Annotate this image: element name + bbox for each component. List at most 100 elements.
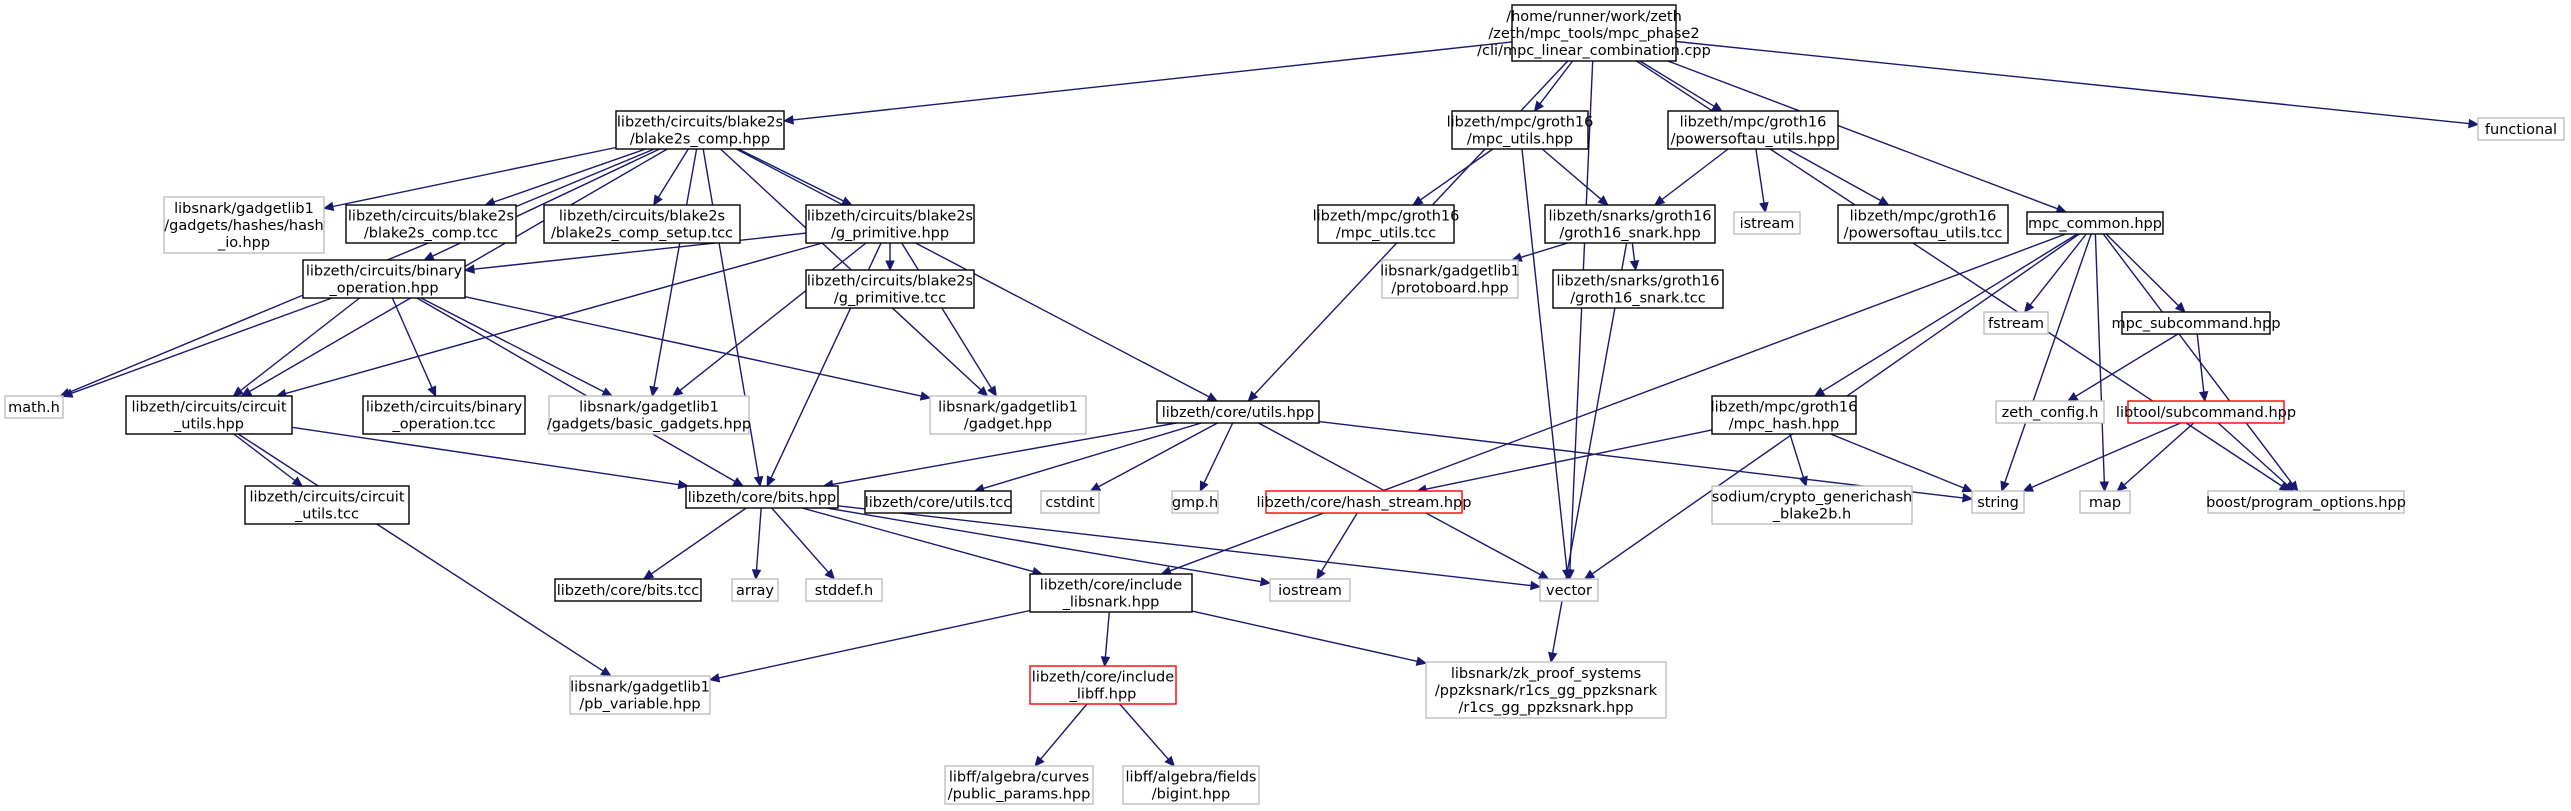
edge-mpc-common-hpp-to-program-options-hpp: [2102, 233, 2299, 492]
node-box: [1552, 269, 1724, 309]
node-bigint-hpp[interactable]: libff/algebra/fields/bigint.hpp: [1122, 765, 1260, 805]
edge-arrowhead: [427, 385, 437, 398]
edge-line: [1787, 148, 1882, 202]
edge-arrowhead: [2022, 482, 2035, 492]
edge-mpc-common-hpp-to-mpc-subcommand-hpp: [2105, 233, 2186, 313]
node-box: [1122, 765, 1260, 805]
edge-arrowhead: [2174, 301, 2186, 313]
node-label-line: /g_primitive.tcc: [834, 291, 946, 307]
node-crypto-generichash-h[interactable]: sodium/crypto_generichash_blake2b.h: [1711, 485, 1913, 525]
edge-arrowhead: [649, 385, 659, 398]
edge-arrowhead: [751, 569, 762, 581]
node-box: [1317, 204, 1455, 244]
node-functional[interactable]: functional: [2477, 117, 2565, 141]
node-label-line: cstdint: [1045, 495, 1095, 511]
edge-line: [653, 148, 698, 388]
node-mpc-hash-hpp[interactable]: libzeth/mpc/groth16/mpc_hash.hpp: [1711, 395, 1858, 435]
node-box: [1667, 110, 1839, 150]
node-circuit-utils-tcc[interactable]: libzeth/circuits/circuit_utils.tcc: [244, 485, 410, 525]
node-binary-operation-hpp[interactable]: libzeth/circuits/binary_operation.hpp: [302, 259, 466, 299]
node-powersoftau-utils-hpp[interactable]: libzeth/mpc/groth16/powersoftau_utils.hp…: [1667, 110, 1839, 150]
node-groth16-snark-hpp[interactable]: libzeth/snarks/groth16/groth16_snark.hpp: [1544, 204, 1716, 244]
node-groth16-snark-tcc[interactable]: libzeth/snarks/groth16/groth16_snark.tcc: [1552, 269, 1724, 309]
edge-libtool-subcommand-hpp-to-string: [2022, 422, 2181, 492]
edge-line: [1104, 611, 1110, 658]
edge-libtool-subcommand-hpp-to-program-options-hpp: [2217, 422, 2295, 492]
node-gmp-h[interactable]: gmp.h: [1171, 490, 1219, 514]
edge-line: [1539, 60, 1574, 105]
node-gadget-hpp[interactable]: libsnark/gadgetlib1/gadget.hpp: [929, 395, 1087, 435]
node-math-h[interactable]: math.h: [4, 395, 64, 419]
edge-line: [2031, 422, 2181, 489]
node-g-primitive-tcc[interactable]: libzeth/circuits/blake2s/g_primitive.tcc: [805, 269, 975, 309]
node-libtool-subcommand-hpp[interactable]: libtool/subcommand.hpp: [2116, 400, 2296, 424]
node-iostream[interactable]: iostream: [1269, 578, 1351, 602]
node-label-line: _blake2b.h: [1772, 507, 1851, 523]
node-root[interactable]: /home/runner/work/zeth/zeth/mpc_tools/mp…: [1477, 4, 1711, 62]
node-public-params-hpp[interactable]: libff/algebra/curves/public_params.hpp: [944, 765, 1094, 805]
edge-line: [1822, 233, 2078, 392]
node-label-line: map: [2089, 495, 2121, 511]
edge-mpc-common-hpp-to-string: [2000, 233, 2092, 493]
node-box: [805, 578, 883, 602]
edge-root-to-mpc-utils-hpp: [1533, 60, 1574, 112]
node-mpc-common-hpp[interactable]: mpc_common.hpp: [2026, 211, 2164, 235]
edge-arrowhead: [1199, 480, 1209, 493]
node-program-options-hpp[interactable]: boost/program_options.hpp: [2206, 490, 2406, 514]
edge-bits-hpp-to-vector: [837, 505, 1542, 591]
node-label-line: _io.hpp: [217, 235, 270, 251]
node-protoboard-hpp[interactable]: libsnark/gadgetlib1/protoboard.hpp: [1380, 259, 1520, 299]
edge-arrowhead: [61, 388, 74, 398]
edge-line: [2094, 233, 2105, 483]
node-box: [345, 204, 517, 244]
edge-arrowhead: [1164, 755, 1176, 767]
node-cstdint[interactable]: cstdint: [1040, 490, 1100, 514]
node-box: [1029, 573, 1193, 613]
node-pb-variable-hpp[interactable]: libsnark/gadgetlib1/pb_variable.hpp: [569, 675, 711, 715]
node-basic-gadgets-hpp[interactable]: libsnark/gadgetlib1/gadgets/basic_gadget…: [547, 395, 751, 435]
node-circuit-utils-hpp[interactable]: libzeth/circuits/circuit_utils.hpp: [125, 395, 293, 435]
node-include-libff-hpp[interactable]: libzeth/core/include_libff.hpp: [1029, 665, 1177, 705]
node-core-utils-hpp[interactable]: libzeth/core/utils.hpp: [1156, 400, 1320, 424]
node-blake2s-comp-tcc[interactable]: libzeth/circuits/blake2s/blake2s_comp.tc…: [345, 204, 517, 244]
node-zeth-config-h[interactable]: zeth_config.h: [1995, 400, 2105, 424]
node-bits-hpp[interactable]: libzeth/core/bits.hpp: [685, 485, 839, 509]
node-hash-stream-hpp[interactable]: libzeth/core/hash_stream.hpp: [1257, 490, 1472, 514]
node-label-line: libzeth/mpc/groth16: [1313, 209, 1460, 225]
edge-arrowhead: [1206, 392, 1219, 402]
edge-arrowhead: [1711, 101, 1723, 112]
node-mpc-utils-hpp[interactable]: libzeth/mpc/groth16/mpc_utils.hpp: [1447, 110, 1594, 150]
edge-binary-operation-hpp-to-gadget-hpp: [464, 296, 932, 401]
node-g-primitive-hpp[interactable]: libzeth/circuits/blake2s/g_primitive.hpp: [805, 204, 975, 244]
node-hash-io-hpp[interactable]: libsnark/gadgetlib1/gadgets/hashes/hash_…: [163, 196, 325, 254]
node-label-line: libzeth/core/utils.hpp: [1162, 405, 1315, 421]
node-mpc-subcommand-hpp[interactable]: mpc_subcommand.hpp: [2111, 311, 2281, 335]
node-core-utils-tcc[interactable]: libzeth/core/utils.tcc: [864, 490, 1012, 514]
node-binary-operation-tcc[interactable]: libzeth/circuits/binary_operation.tcc: [362, 395, 526, 435]
edge-arrowhead: [1961, 483, 1974, 493]
edge-arrowhead: [2198, 391, 2209, 403]
node-r1cs-gg-ppzksnark-hpp[interactable]: libsnark/zk_proof_systems/ppzksnark/r1cs…: [1425, 661, 1667, 719]
node-bits-tcc[interactable]: libzeth/core/bits.tcc: [554, 578, 702, 602]
node-fstream[interactable]: fstream: [1983, 311, 2049, 335]
node-blake2s-comp-hpp[interactable]: libzeth/circuits/blake2s/blake2s_comp.hp…: [615, 110, 785, 150]
node-array[interactable]: array: [731, 578, 779, 602]
node-label-line: /mpc_utils.hpp: [1467, 132, 1573, 148]
node-vector[interactable]: vector: [1539, 578, 1599, 602]
node-map[interactable]: map: [2079, 490, 2131, 514]
edge-line: [983, 422, 1202, 490]
edge-line: [1425, 429, 1713, 490]
node-stddef-h[interactable]: stddef.h: [805, 578, 883, 602]
edge-blake2s-comp-hpp-to-basic-gadgets-hpp: [649, 148, 698, 398]
edge-line: [1169, 233, 2066, 572]
edge-line: [473, 232, 807, 270]
node-include-libsnark-hpp[interactable]: libzeth/core/include_libsnark.hpp: [1029, 573, 1193, 613]
node-istream[interactable]: istream: [1733, 211, 1801, 235]
node-string[interactable]: string: [1971, 490, 2025, 514]
node-blake2s-comp-setup-tcc[interactable]: libzeth/circuits/blake2s/blake2s_comp_se…: [543, 204, 741, 244]
edge-line: [1119, 703, 1169, 760]
node-mpc-utils-tcc[interactable]: libzeth/mpc/groth16/mpc_utils.tcc: [1313, 204, 1460, 244]
edge-line: [2123, 422, 2195, 486]
node-powersoftau-utils-tcc[interactable]: libzeth/mpc/groth16/powersoftau_utils.tc…: [1837, 204, 2009, 244]
edge-arrowhead: [232, 386, 244, 397]
